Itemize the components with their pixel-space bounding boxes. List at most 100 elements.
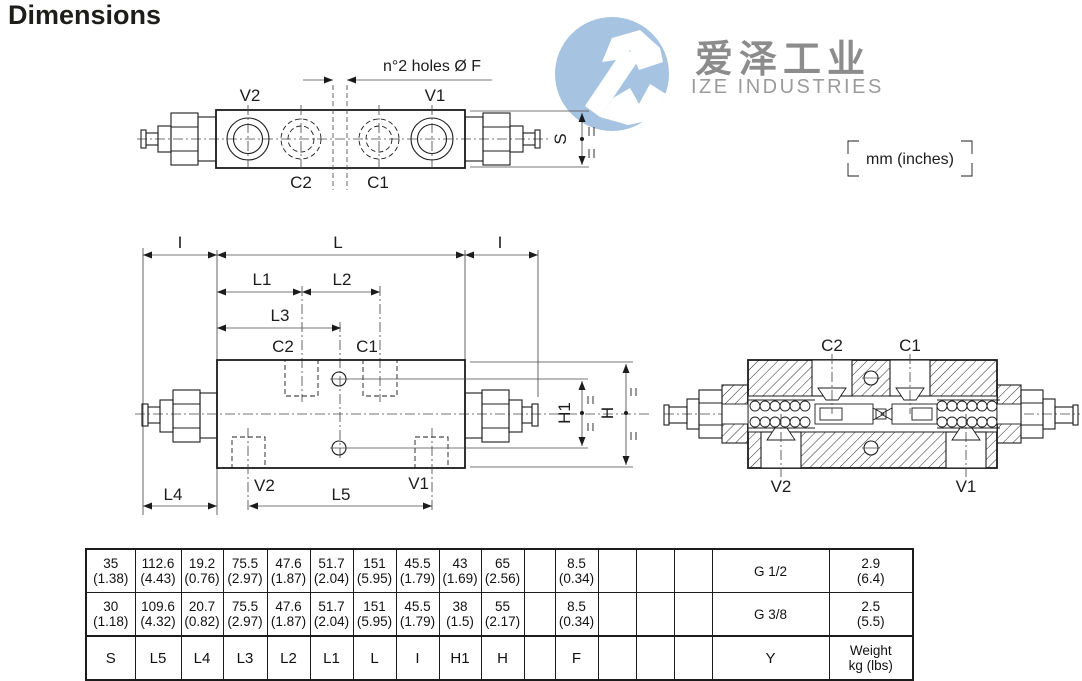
section-view-drawing: C2 C1 V2 V1 [663, 336, 1080, 496]
dim-cell: 2.9(6.4) [828, 548, 914, 593]
dim-cell: 55(2.17) [480, 592, 525, 637]
logo-chinese-text: 爱泽工业 [695, 39, 872, 81]
side-view-label-v2: V2 [254, 476, 275, 495]
side-view-label-l2: L2 [333, 270, 352, 289]
side-view-label-l5: L5 [332, 485, 351, 504]
side-view-label-c2: C2 [272, 337, 294, 356]
side-view-label-h1: H1 [555, 402, 574, 424]
header-cell: L1 [309, 635, 354, 681]
dim-cell: 151(5.95) [352, 592, 397, 637]
header-cell: I [395, 635, 440, 681]
dim-cell: 65(2.56) [480, 548, 525, 593]
header-cell [635, 635, 675, 681]
header-cell: L3 [222, 635, 268, 681]
dim-cell: G 3/8 [711, 592, 830, 637]
section-right-fitting [996, 384, 1079, 444]
dim-cell: 51.7(2.04) [309, 592, 354, 637]
dim-cell [597, 548, 637, 593]
side-view-label-l3: L3 [271, 306, 290, 325]
dim-cell: 45.5(1.79) [395, 592, 440, 637]
top-view-label-c2: C2 [290, 173, 312, 192]
header-cell: H1 [438, 635, 482, 681]
side-view-label-i-left: I [178, 233, 183, 252]
dim-cell: 43(1.69) [438, 548, 482, 593]
header-cell [673, 635, 713, 681]
dimension-table: 35(1.38) 112.6(4.43) 19.2(0.76) 75.5(2.9… [85, 548, 914, 681]
top-view-label-v1: V1 [425, 86, 446, 105]
side-view-left-fitting [141, 389, 218, 443]
dim-cell [673, 592, 713, 637]
dim-cell: 75.5(2.97) [222, 548, 268, 593]
dim-cell: 38(1.5) [438, 592, 482, 637]
side-view-right-fitting [464, 389, 539, 443]
side-view-label-v1: V1 [408, 474, 429, 493]
top-view-right-fitting [464, 112, 541, 166]
technical-drawing: n°2 holes Ø F V2 V1 C2 C1 S mm (inches) [135, 58, 1080, 515]
table-row-g38: 30(1.18) 109.6(4.32) 20.7(0.82) 75.5(2.9… [85, 592, 914, 637]
side-view-label-l4: L4 [164, 485, 183, 504]
header-cell [597, 635, 637, 681]
side-view-label-c1: C1 [356, 337, 378, 356]
dim-cell: 75.5(2.97) [222, 592, 268, 637]
top-view-label-s: S [551, 133, 570, 144]
dim-cell: 109.6(4.32) [134, 592, 182, 637]
dim-cell: 151(5.95) [352, 548, 397, 593]
side-view-label-i-right: I [498, 233, 503, 252]
section-label-v1: V1 [956, 477, 977, 496]
logo-english-text: IZE INDUSTRIES [691, 76, 884, 98]
dim-cell: 30(1.18) [85, 592, 136, 637]
page-title: Dimensions [8, 0, 162, 30]
section-label-v2: V2 [771, 477, 792, 496]
header-cell: Y [711, 635, 830, 681]
side-view-label-l1: L1 [253, 270, 272, 289]
dim-cell: 51.7(2.04) [309, 548, 354, 593]
dim-cell: 20.7(0.82) [180, 592, 224, 637]
dim-cell [635, 548, 675, 593]
equal-marks-h1 [587, 396, 594, 431]
header-cell: L [352, 635, 397, 681]
header-cell: H [480, 635, 525, 681]
dim-cell: 2.5(5.5) [828, 592, 914, 637]
dim-cell: 19.2(0.76) [180, 548, 224, 593]
dim-cell: 112.6(4.43) [134, 548, 182, 593]
header-cell: S [85, 635, 136, 681]
header-cell: L4 [180, 635, 224, 681]
dim-cell [523, 592, 556, 637]
table-row-g12: 35(1.38) 112.6(4.43) 19.2(0.76) 75.5(2.9… [85, 548, 914, 593]
header-cell [523, 635, 556, 681]
dim-cell: 35(1.38) [85, 548, 136, 593]
side-view-label-l: L [333, 233, 342, 252]
dim-cell: 8.5(0.34) [554, 592, 599, 637]
logo-mark-icon [555, 17, 669, 131]
dim-cell [673, 548, 713, 593]
header-cell: L2 [266, 635, 311, 681]
header-cell: F [554, 635, 599, 681]
header-cell: L5 [134, 635, 182, 681]
dim-cell [635, 592, 675, 637]
section-label-c2: C2 [821, 336, 843, 355]
dim-cell [597, 592, 637, 637]
logo: 爱泽工业 IZE INDUSTRIES [545, 10, 945, 135]
units-box: mm (inches) [847, 140, 973, 177]
units-label: mm (inches) [866, 151, 954, 168]
section-internals [748, 399, 1000, 429]
top-view-holes-note: n°2 holes Ø F [383, 58, 481, 75]
dim-cell: G 1/2 [711, 548, 830, 593]
dim-cell: 47.6(1.87) [266, 592, 311, 637]
dim-cell: 8.5(0.34) [554, 548, 599, 593]
dim-cell: 47.6(1.87) [266, 548, 311, 593]
side-view-drawing: I L I L1 L2 L3 C2 C1 [135, 233, 650, 515]
top-view-label-c1: C1 [367, 173, 389, 192]
dim-cell: 45.5(1.79) [395, 548, 440, 593]
top-view-label-v2: V2 [240, 86, 261, 105]
equal-marks-s [588, 127, 595, 158]
top-view-drawing: n°2 holes Ø F V2 V1 C2 C1 S [137, 58, 595, 192]
side-view-label-h: H [598, 407, 617, 419]
equal-marks-h [630, 388, 637, 440]
dim-cell [523, 548, 556, 593]
top-view-left-fitting [140, 112, 217, 166]
section-label-c1: C1 [899, 336, 921, 355]
section-left-fitting [663, 384, 749, 444]
